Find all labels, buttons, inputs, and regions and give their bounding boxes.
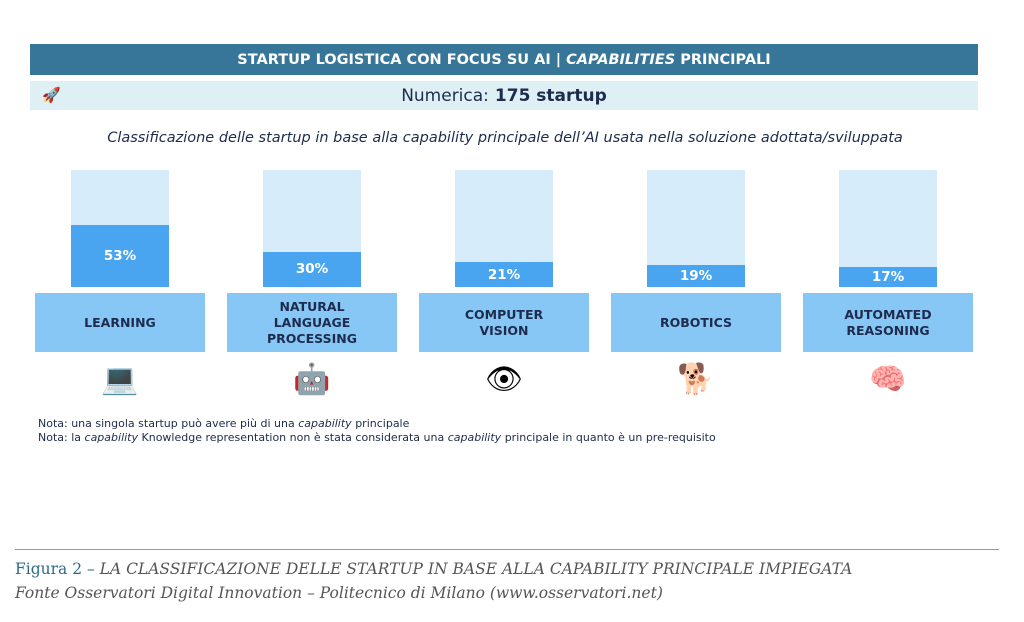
figure-caption: Figura 2 – LA CLASSIFICAZIONE DELLE STAR…: [15, 560, 853, 578]
chart-description: Classificazione delle startup in base al…: [107, 130, 903, 146]
category-label: LEARNING: [35, 293, 205, 352]
bar: 17%: [839, 267, 937, 287]
category-label: ROBOTICS: [611, 293, 781, 352]
category-label: AUTOMATED REASONING: [803, 293, 973, 352]
header-italic: CAPABILITIES: [566, 51, 676, 68]
bar-background: 17%: [839, 170, 937, 287]
bar-background: 19%: [647, 170, 745, 287]
note-1: Nota: una singola startup può avere più …: [38, 417, 410, 430]
count-label: Numerica:: [401, 85, 489, 106]
bar: 19%: [647, 264, 745, 287]
bar-value-label: 19%: [679, 267, 713, 284]
ai-brain-icon: 🧠: [869, 362, 907, 397]
bar-background: 21%: [455, 170, 553, 287]
bar: 30%: [263, 251, 361, 287]
header-text: STARTUP LOGISTICA CON FOCUS SU AI |: [237, 51, 562, 68]
note-2: Nota: la capability Knowledge representa…: [38, 431, 716, 444]
chatbot-icon: 🤖: [293, 362, 331, 397]
bar: 53%: [71, 225, 169, 287]
bar-background: 53%: [71, 170, 169, 287]
bar-value-label: 17%: [871, 269, 905, 286]
count-value: 175 startup: [494, 85, 607, 106]
bar-value-label: 21%: [487, 266, 521, 283]
count-banner: 🚀 Numerica:175 startup: [30, 81, 978, 110]
robot-dog-icon: 🐕: [677, 362, 715, 397]
bar-background: 30%: [263, 170, 361, 287]
bar: 21%: [455, 262, 553, 287]
bar-value-label: 30%: [295, 261, 329, 278]
header-text-end: PRINCIPALI: [680, 51, 771, 68]
bar-value-label: 53%: [103, 248, 137, 264]
rocket-icon: 🚀: [42, 86, 61, 104]
category-label: COMPUTER VISION: [419, 293, 589, 352]
caption-divider: [15, 549, 999, 550]
learning-computer-icon: 💻: [101, 362, 139, 397]
category-label: NATURAL LANGUAGE PROCESSING: [227, 293, 397, 352]
figure-source: Fonte Osservatori Digital Innovation – P…: [15, 584, 663, 602]
ai-eye-icon: 👁: [484, 362, 524, 397]
chart-header: STARTUP LOGISTICA CON FOCUS SU AI |CAPAB…: [30, 44, 978, 75]
